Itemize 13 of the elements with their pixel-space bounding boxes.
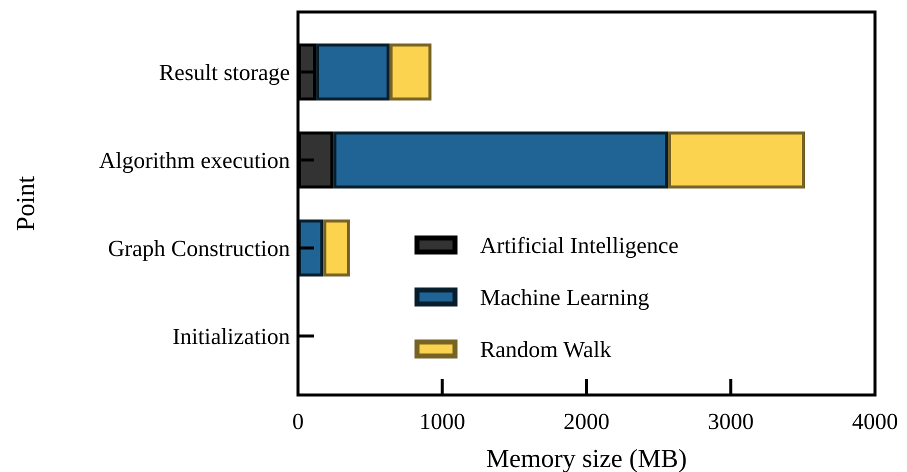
tick-label: 3000 [708, 409, 754, 434]
legend-label: Random Walk [480, 337, 612, 362]
tick-label: 2000 [564, 409, 610, 434]
tick-label: 4000 [852, 409, 898, 434]
category-label: Initialization [172, 324, 290, 349]
category-label: Graph Construction [108, 236, 290, 261]
category-label: Algorithm execution [99, 148, 290, 173]
axis-title: Point [11, 176, 40, 231]
tick-label: 0 [292, 409, 304, 434]
legend-label: Artificial Intelligence [480, 233, 679, 258]
tick-label: 1000 [419, 409, 466, 434]
legend-label: Machine Learning [480, 285, 650, 310]
category-label: Result storage [159, 60, 290, 85]
